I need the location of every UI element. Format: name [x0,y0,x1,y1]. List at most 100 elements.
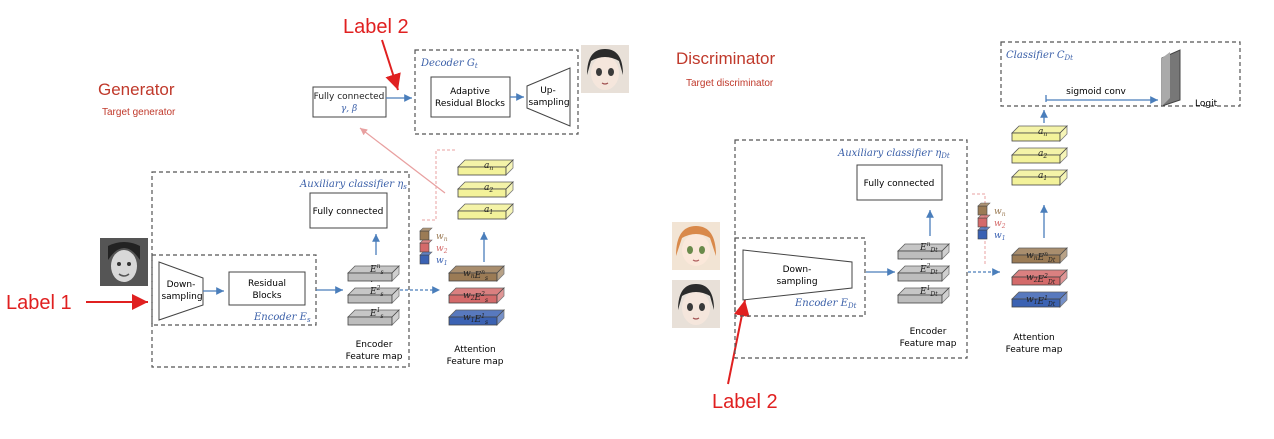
adaptive-label-1: Adaptive [450,87,490,97]
weight-cube-2 [977,214,991,228]
aux-classifier-title: Auxiliary classifier ηs [299,179,407,191]
upsampling-label-1: Up- [540,86,556,96]
enc-feature-label-1: Encoder [356,340,393,350]
attention-feature-layer-2 [1011,269,1068,286]
attention-feature-layer-3 [448,309,505,326]
attention-feature-label-2: w2E2Dt [1026,273,1056,286]
attention-output-label-1: an [484,161,493,172]
disc-aux-title: Auxiliary classifier ηDt [837,148,950,160]
generator-panel: Generator Target generator Label 2 Label… [6,16,630,368]
attention-output-label-3: a1 [484,205,493,216]
attention-output-label-2: a2 [484,183,493,194]
source-face-image [99,237,149,287]
attention-output-layer-3 [1011,169,1068,186]
disc-fc-label: Fully connected [864,179,935,189]
weight-cube-2 [419,239,433,253]
encoder-feature-label-3: E1Dt [919,285,938,298]
weight-cube-3 [977,226,991,240]
encoder-feature-layer-1 [347,265,400,282]
classifier-title: Classifier CDt [1006,50,1073,62]
attention-feature-label-1: wnEns [463,269,488,282]
downsampling-trapezoid [158,261,204,321]
residual-blocks-box [228,271,306,306]
disc-input-face-1 [671,221,721,271]
disc-downsampling-trapezoid [742,249,853,301]
attention-feature-label-3: w1E1Dt [1026,295,1056,308]
encoder-feature-label-2: E2Dt [919,263,938,276]
attention-output-label-3: a1 [1038,171,1047,182]
upsampling-trapezoid [526,67,571,127]
disc-downsampling-label-2: sampling [776,277,817,287]
generator-label2: Label 2 [343,16,409,38]
disc-aux-classifier-box [734,139,968,359]
weight-label-3: w1 [994,231,1006,242]
attention-output-layer-2 [457,181,514,198]
encoder-feature-layer-3 [897,287,950,304]
weight-label-2: w2 [994,219,1006,230]
aux-classifier-box [151,171,410,368]
attention-output-layer-3 [457,203,514,220]
attention-feature-label-2: w2E2s [463,291,488,304]
encoder-feature-label-2: E2s [369,285,384,298]
attention-feature-layer-1 [448,265,505,282]
attention-feature-layer-2 [448,287,505,304]
att-feature-label-2: Feature map [447,357,504,367]
weight-label-1: wn [436,232,448,243]
weight-label-2: w2 [436,244,448,255]
disc-encoder-title: Encoder EDt [794,298,857,310]
generated-face-image [580,44,630,94]
discriminator-subtitle: Target discriminator [686,78,774,89]
generator-subtitle: Target generator [102,107,176,118]
weight-label-3: w1 [436,256,448,267]
fc-top-label: Fully connected [314,92,385,102]
disc-att-feature-label-2: Feature map [1006,345,1063,355]
encoder-title: Encoder Es [253,312,311,324]
attention-output-label-2: a2 [1038,149,1047,160]
encoder-feature-label-3: E1s [369,307,384,320]
att-feature-label-1: Attention [454,345,496,355]
encoder-feature-layer-3 [347,309,400,326]
attention-feature-layer-3 [1011,291,1068,308]
residual-label-1: Residual [248,279,286,289]
encoder-feature-layer-2 [347,287,400,304]
attention-output-layer-1 [457,159,514,176]
attention-feature-label-1: wnEnDt [1026,251,1056,264]
disc-encoder-box [734,237,866,317]
disc-enc-feature-label-2: Feature map [900,339,957,349]
encoder-feature-label-1: EnDt [919,241,938,254]
downsampling-label-2: sampling [161,292,202,302]
adaptive-residual-box [430,76,511,118]
weight-label-1: wn [994,207,1006,218]
decoder-title: Decoder Gt [420,58,478,70]
aux-fc-label: Fully connected [313,207,384,217]
disc-enc-feature-label-1: Encoder [910,327,947,337]
generator-title: Generator [98,80,175,99]
enc-feature-label-2: Feature map [346,352,403,362]
downsampling-label-1: Down- [167,280,196,290]
discriminator-label2: Label 2 [712,391,778,413]
fc-gamma-beta-box [312,86,387,118]
aux-fc-box [309,192,388,229]
weight-cube-1 [419,227,433,241]
disc-att-feature-label-1: Attention [1013,333,1055,343]
upsampling-label-2: sampling [528,98,569,108]
encoder-feature-layer-2 [897,265,950,282]
generator-label1: Label 1 [6,292,72,314]
discriminator-panel: Discriminator Target discriminator Label… [671,41,1241,413]
residual-label-2: Blocks [252,291,281,301]
weight-cube-1 [977,202,991,216]
decoder-box [414,49,579,135]
adaptive-label-2: Residual Blocks [435,99,505,109]
classifier-box [1000,41,1241,107]
encoder-feature-dot: · [370,276,373,287]
weight-cube-3 [419,251,433,265]
sigmoid-conv-label: sigmoid conv [1066,87,1126,97]
disc-fc-box [856,164,943,201]
logit-label: Logit [1195,99,1218,109]
attention-feature-label-3: w1E1s [463,313,488,326]
attention-feature-layer-1 [1011,247,1068,264]
attention-output-layer-2 [1011,147,1068,164]
discriminator-title: Discriminator [676,49,776,68]
fc-top-params: γ, β [341,104,357,114]
